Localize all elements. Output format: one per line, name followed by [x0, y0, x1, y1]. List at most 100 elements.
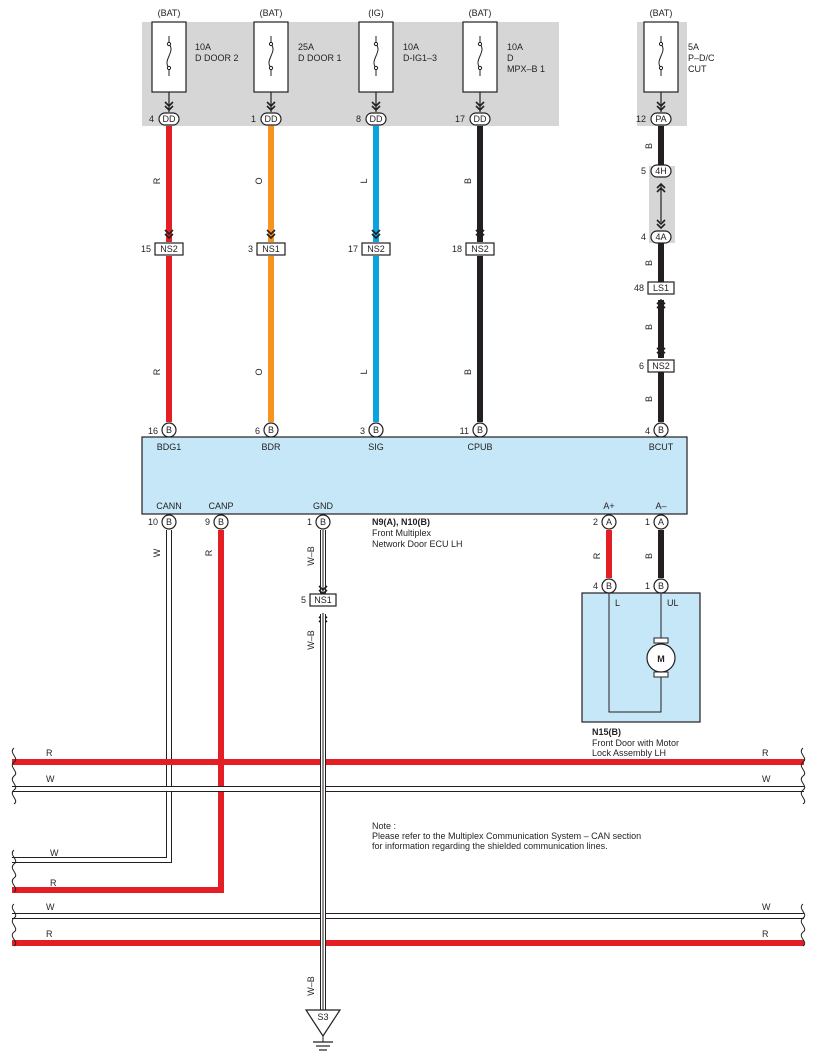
pin-number: 6: [255, 426, 260, 436]
pin-number: 4: [149, 114, 154, 124]
wire-color-code: W: [762, 902, 771, 912]
connector-code: NS2: [367, 244, 385, 254]
wire-color-code: R: [50, 878, 57, 888]
connector-pa: [650, 112, 672, 126]
ecu-terminal-label: CPUB: [467, 442, 492, 452]
circuit-bcut: (BAT) 5A P–D/C CUT 12 PA B 5 4H 4 4A B 4…: [634, 8, 715, 438]
ecu-bottom-pins: 10 B 9 B 1 B 2 A 1 A: [148, 514, 669, 530]
wire-color-code: R: [152, 177, 162, 184]
ecu-terminal-label: A–: [655, 501, 666, 511]
connector-code: NS1: [262, 244, 280, 254]
connector-code: B: [166, 425, 172, 435]
fuse-rating: 5A: [688, 42, 699, 52]
ecu-terminal-label: BDG1: [157, 442, 182, 452]
pin-number: 10: [148, 517, 158, 527]
ecu-pin-gnd: [315, 514, 331, 530]
ecu-pin-cann: [161, 514, 177, 530]
inline-connector: [465, 242, 495, 256]
connector-code: NS2: [652, 361, 670, 371]
connector-code: A: [606, 517, 612, 527]
fuse-name: D-IG1–3: [403, 53, 437, 63]
wire-color-code: W–B: [306, 546, 316, 566]
connector-dd: [260, 112, 282, 126]
wire-color-code: W: [152, 548, 162, 557]
ecu-terminal-label: BDR: [261, 442, 281, 452]
connector-code: B: [477, 425, 483, 435]
connector-code: B: [373, 425, 379, 435]
ecu-box: [141, 436, 688, 515]
wire-color-code: B: [644, 260, 654, 266]
wire-color-code: W: [46, 902, 55, 912]
circuit-bdg1: (BAT) 10A D DOOR 2 4 DD R 15 NS2 R 16 B: [141, 8, 239, 438]
wire-color-code: B: [644, 553, 654, 559]
circuit-cpub: (BAT) 10A D MPX–B 1 17 DD B 18 NS2 B 11 …: [452, 8, 545, 438]
connector-code: B: [268, 425, 274, 435]
connector-dd: [469, 112, 491, 126]
motor-symbol-letter: M: [657, 654, 665, 664]
motor-terminal-label: L: [615, 598, 620, 608]
circuit-bdr: (BAT) 25A D DOOR 1 1 DD O 3 NS1 O 6 B: [248, 8, 342, 438]
connector-code: NS2: [160, 244, 178, 254]
motor-symbol: [646, 643, 676, 673]
wire-color-code: L: [359, 178, 369, 183]
connector-code: B: [658, 425, 664, 435]
wire-color-code: B: [644, 143, 654, 149]
connector-code: B: [320, 517, 326, 527]
connector-code: PA: [655, 114, 666, 124]
pin-number: 4: [645, 426, 650, 436]
circuit-sig: (IG) 10A D-IG1–3 8 DD L 17 NS2 L 3 B: [348, 8, 437, 438]
pin-number: 5: [641, 166, 646, 176]
ecu-description: Network Door ECU LH: [372, 539, 463, 549]
connector-code: B: [218, 517, 224, 527]
pin-number: 11: [460, 426, 469, 436]
pin-number: 17: [348, 244, 358, 254]
can-bus-lines: R R W W W W R R: [12, 748, 804, 946]
pin-number: 1: [645, 517, 650, 527]
inline-connector: [361, 242, 391, 256]
inline-connector: [256, 242, 286, 256]
fuse-source: (BAT): [260, 8, 283, 18]
motor-name: N15(B): [592, 727, 621, 737]
fuse-name: P–D/C: [688, 53, 715, 63]
ecu-terminal-label: SIG: [368, 442, 384, 452]
note-text: Please refer to the Multiplex Communicat…: [372, 831, 641, 841]
connector-code: B: [658, 581, 664, 591]
fuse-name: D DOOR 2: [195, 53, 239, 63]
wire-color-code: W–B: [306, 976, 316, 996]
ecu-description: Front Multiplex: [372, 528, 432, 538]
connector-code: LS1: [653, 283, 669, 293]
connector-code: DD: [265, 114, 278, 124]
connector-dd: [365, 112, 387, 126]
fuse-source: (BAT): [158, 8, 181, 18]
pin-number: 8: [356, 114, 361, 124]
fuse-rating: 10A: [195, 42, 211, 52]
wire-color-code: R: [762, 748, 769, 758]
connector-code: 4A: [655, 232, 666, 242]
fuse-rating: 10A: [403, 42, 419, 52]
pin-number: 3: [248, 244, 253, 254]
fuse-name: D DOOR 1: [298, 53, 342, 63]
fuse-source: (IG): [368, 8, 384, 18]
wire-color-code: B: [644, 324, 654, 330]
pin-number: 9: [205, 517, 210, 527]
wire-color-code: B: [463, 178, 473, 184]
junction-connector-4h: [650, 164, 672, 178]
wire-color-code: R: [152, 368, 162, 375]
wire-color-code: R: [592, 552, 602, 559]
ecu-pin-canp: [213, 514, 229, 530]
motor-description: Front Door with Motor: [592, 738, 679, 748]
connector-code: A: [658, 517, 664, 527]
connector-code: DD: [163, 114, 176, 124]
pin-number: 12: [636, 114, 646, 124]
note-title: Note :: [372, 821, 396, 831]
fuse-name-2: MPX–B 1: [507, 64, 545, 74]
motor-circuit: R B 4 B 1 B L UL M N15(B) Front Door wit…: [581, 530, 701, 758]
connector-code: NS2: [471, 244, 489, 254]
wire-color-code: B: [463, 369, 473, 375]
junction-block-4h-4a: [649, 166, 675, 243]
motor-box: [581, 592, 701, 723]
pin-number: 1: [645, 581, 650, 591]
wire-color-code: B: [644, 396, 654, 402]
pin-number: 1: [251, 114, 256, 124]
